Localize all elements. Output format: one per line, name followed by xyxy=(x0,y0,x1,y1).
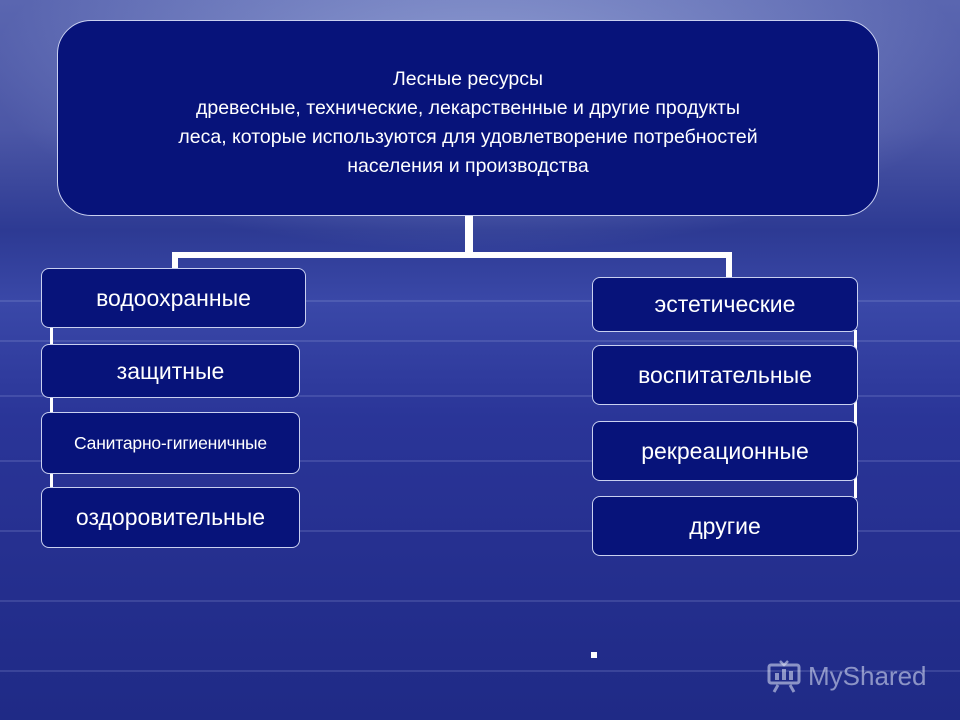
root-definition-line-2: леса, которые используются для удовлетво… xyxy=(178,126,758,148)
left-node-3-label: Санитарно-гигиеничные xyxy=(74,432,267,453)
left-node-2-label: защитные xyxy=(116,357,225,384)
root-title: Лесные ресурсы xyxy=(392,68,544,90)
trunk-connector xyxy=(465,216,473,256)
right-node-1: эстетические xyxy=(592,277,858,332)
left-node-4: оздоровительные xyxy=(41,487,300,548)
right-node-3-label: рекреационные xyxy=(641,437,809,464)
stray-dot xyxy=(591,652,597,658)
left-node-3: Санитарно-гигиеничные xyxy=(41,412,300,474)
left-node-2: защитные xyxy=(41,344,300,398)
right-spine-connector xyxy=(854,330,857,498)
root-definition-line-3: населения и производства xyxy=(347,155,589,177)
left-node-1-label: водоохранные xyxy=(96,284,251,311)
right-node-2-label: воспитательные xyxy=(638,361,812,388)
root-definition-line-1: древесные, технические, лекарственные и … xyxy=(195,97,740,119)
watermark-text: MyShared xyxy=(808,660,927,691)
right-node-4: другие xyxy=(592,496,858,556)
left-node-4-label: оздоровительные xyxy=(75,504,266,530)
crossbar-connector xyxy=(172,252,732,258)
presentation-board-icon xyxy=(767,660,801,693)
right-drop-connector xyxy=(726,252,732,278)
left-drop-connector xyxy=(172,252,178,270)
root-node: Лесные ресурсы древесные, технические, л… xyxy=(57,20,879,216)
right-node-4-label: другие xyxy=(689,512,761,539)
left-node-1: водоохранные xyxy=(41,268,306,328)
watermark: MyShared xyxy=(766,656,927,696)
right-node-2: воспитательные xyxy=(592,345,858,405)
right-node-1-label: эстетические xyxy=(654,291,796,317)
left-spine-connector xyxy=(50,326,53,490)
right-node-3: рекреационные xyxy=(592,421,858,481)
